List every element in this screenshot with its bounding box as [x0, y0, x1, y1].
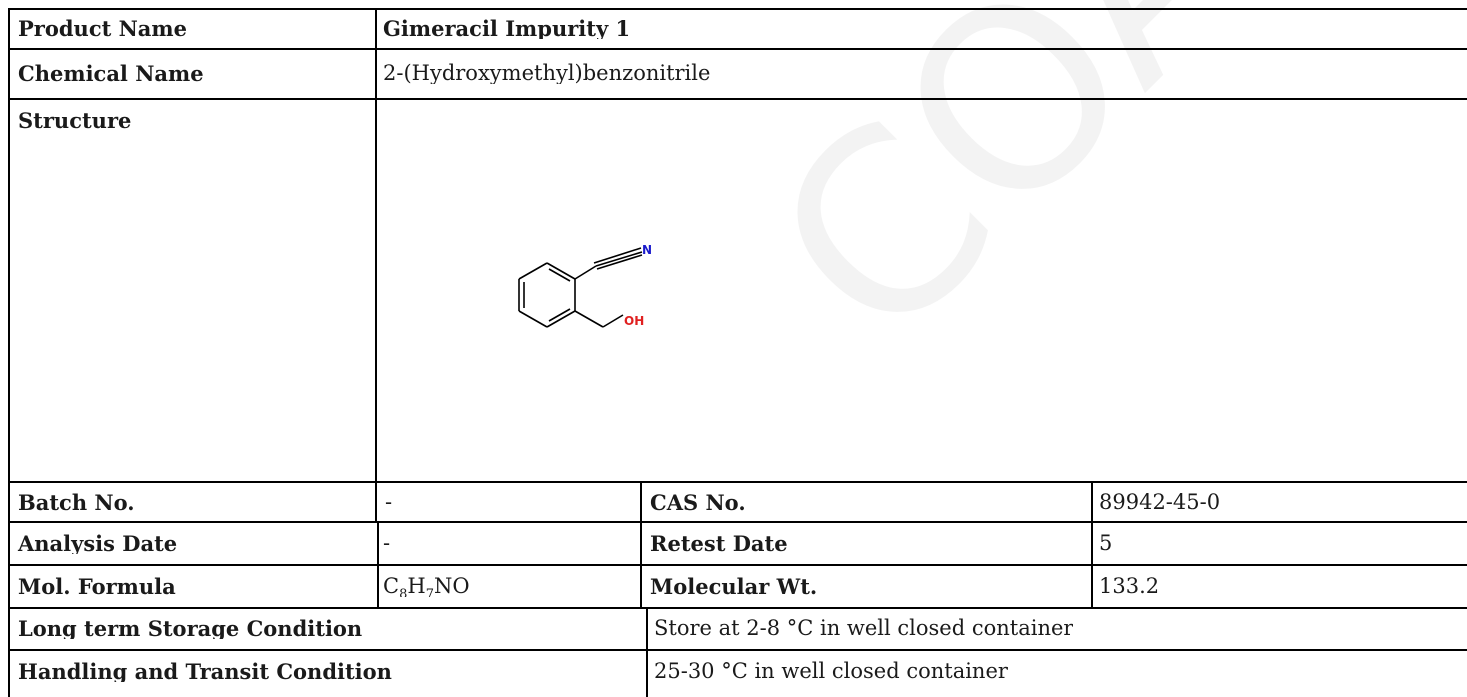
- molecular-wt-label: Molecular Wt.: [650, 576, 818, 597]
- watermark-text: COA: [720, 0, 1306, 396]
- cas-no-label: CAS No.: [650, 492, 746, 513]
- storage-condition-value: Store at 2-8 °C in well closed container: [654, 618, 1074, 639]
- batch-no-value: -: [385, 492, 393, 513]
- chemical-name-value: 2-(Hydroxymethyl)benzonitrile: [383, 63, 711, 84]
- analysis-date-label: Analysis Date: [18, 533, 178, 554]
- row-divider: [8, 98, 1467, 100]
- formula-c: C: [383, 576, 400, 597]
- row-divider: [8, 649, 1467, 651]
- row-divider: [8, 521, 1467, 523]
- formula-h-count: 7: [425, 587, 434, 597]
- cas-no-value: 89942-45-0: [1099, 492, 1221, 513]
- storage-condition-label: Long term Storage Condition: [18, 618, 363, 639]
- row-divider: [8, 48, 1467, 50]
- row-divider: [8, 564, 1467, 566]
- col-divider: [640, 481, 642, 609]
- atom-oh-label: OH: [624, 314, 644, 328]
- mol-formula-value: C8H7NO: [379, 576, 470, 597]
- analysis-date-value: -: [383, 533, 391, 554]
- retest-date-label: Retest Date: [650, 533, 788, 554]
- handling-condition-label: Handling and Transit Condition: [18, 661, 392, 682]
- table-border-left: [8, 8, 10, 697]
- col-divider: [375, 481, 377, 523]
- product-name-label: Product Name: [18, 18, 187, 39]
- formula-rest: NO: [433, 576, 470, 597]
- handling-condition-value: 25-30 °C in well closed container: [654, 661, 1008, 682]
- product-name-value: Gimeracil Impurity 1: [383, 18, 631, 39]
- col-divider: [377, 521, 379, 609]
- retest-date-value: 5: [1099, 533, 1113, 554]
- formula-h: H: [407, 576, 426, 597]
- col-divider: [375, 8, 377, 482]
- structure-label: Structure: [18, 110, 132, 131]
- table-border-top: [8, 8, 1467, 10]
- atom-n-label: N: [642, 243, 652, 257]
- row-divider: [8, 481, 1467, 483]
- chemical-structure-image: N OH: [518, 243, 652, 328]
- mol-formula-label: Mol. Formula: [18, 576, 176, 597]
- batch-no-label: Batch No.: [18, 492, 135, 513]
- col-divider: [646, 607, 648, 697]
- row-divider: [8, 607, 1467, 609]
- molecular-wt-value: 133.2: [1099, 576, 1160, 597]
- chemical-name-label: Chemical Name: [18, 63, 204, 84]
- formula-c-count: 8: [399, 587, 408, 597]
- col-divider: [1091, 481, 1093, 609]
